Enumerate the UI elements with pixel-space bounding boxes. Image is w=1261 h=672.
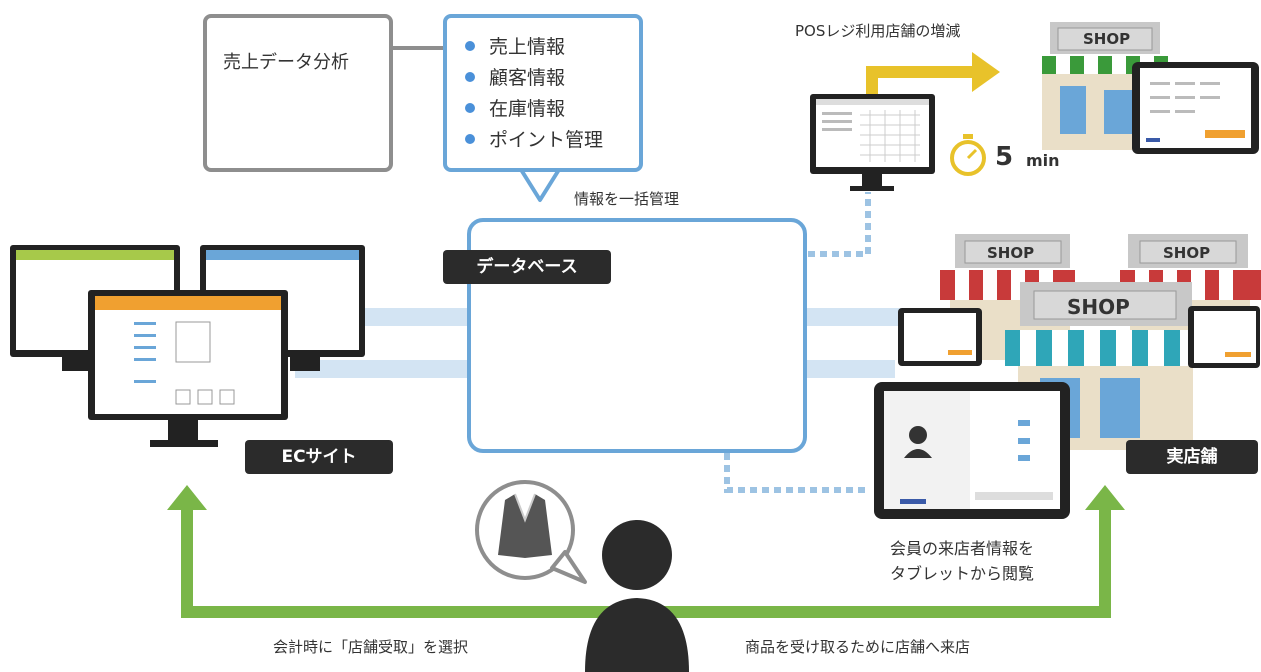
- connection-band-shop-bottom: [805, 360, 895, 378]
- dotted-connector-tablet: [724, 453, 870, 493]
- tablet-shop-left: [898, 308, 982, 366]
- connection-band-ec-bottom: [295, 360, 470, 378]
- store-caption-line2: タブレットから閲覧: [890, 564, 1035, 583]
- database-label: データベース: [443, 250, 611, 284]
- yellow-arrow: [866, 66, 975, 98]
- ec-site-label: ECサイト: [245, 440, 393, 474]
- store-label: 実店舗: [1126, 440, 1258, 474]
- managed-info-box: 売上情報 顧客情報 在庫情報 ポイント管理: [443, 14, 643, 172]
- sales-analytics-box: 売上データ分析: [203, 14, 393, 172]
- tablet-top-right: [1132, 62, 1259, 154]
- analytics-title: 売上データ分析: [223, 52, 349, 73]
- connection-band-shop-top: [805, 308, 915, 326]
- info-item-customer: 顧客情報: [465, 63, 603, 94]
- shop-sign-back-left: SHOP: [987, 244, 1035, 262]
- jacket-speech-bubble: [475, 480, 587, 584]
- stopwatch-icon: [950, 134, 986, 176]
- customer-person-icon: [585, 520, 689, 672]
- dotted-connector-pos: [808, 192, 871, 257]
- info-item-sales: 売上情報: [465, 32, 603, 63]
- info-item-points: ポイント管理: [465, 125, 603, 156]
- time-value: 5: [995, 142, 1014, 172]
- shop-sign-top: SHOP: [1083, 30, 1131, 48]
- shop-sign-back-right: SHOP: [1163, 244, 1211, 262]
- connection-band-ec-top: [360, 308, 470, 326]
- tablet-shop-right: [1188, 306, 1260, 368]
- store-caption-line1: 会員の来店者情報を: [890, 539, 1035, 558]
- ec-monitor-front: [88, 290, 288, 447]
- flow-left-caption: 会計時に「店舗受取」を選択: [273, 638, 469, 656]
- info-caption: 情報を一括管理: [574, 190, 680, 208]
- info-item-inventory: 在庫情報: [465, 94, 603, 125]
- pos-caption: POSレジ利用店舗の増減: [795, 22, 961, 40]
- info-list: 売上情報 顧客情報 在庫情報 ポイント管理: [465, 32, 603, 156]
- member-tablet: [874, 382, 1070, 519]
- pos-monitor: [810, 94, 935, 191]
- flow-right-caption: 商品を受け取るために店舗へ来店: [745, 638, 971, 656]
- info-box-tail: [518, 166, 562, 202]
- shop-sign-front: SHOP: [1067, 295, 1130, 319]
- time-unit: min: [1026, 151, 1060, 170]
